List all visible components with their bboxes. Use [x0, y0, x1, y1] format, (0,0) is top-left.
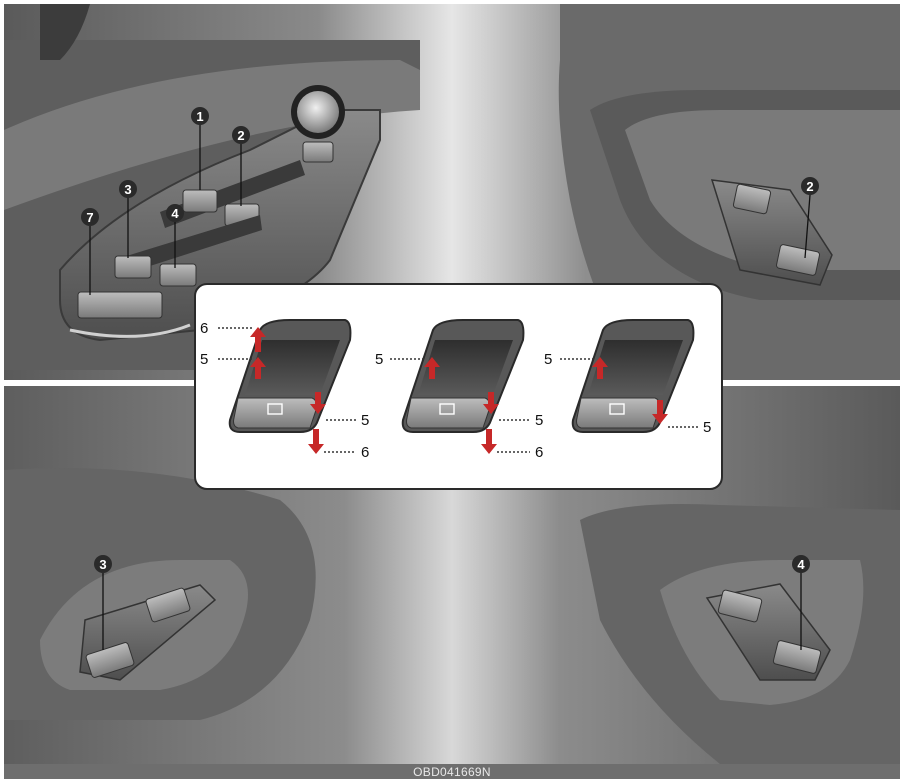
mirror-control-knob	[297, 91, 339, 133]
driver-window-switch	[183, 190, 217, 212]
mirror-fold-button	[303, 142, 333, 162]
rear-left-window-switch	[115, 256, 151, 278]
label-b-6-bottom: 6	[535, 444, 543, 461]
callout-3b-label: 3	[99, 557, 106, 572]
callout-2-label: 2	[237, 128, 244, 143]
label-a-6-bottom: 6	[361, 444, 369, 461]
window-lock-button	[78, 292, 162, 318]
callout-1-label: 1	[196, 109, 203, 124]
callout-4b-label: 4	[797, 557, 805, 572]
label-a-5-top: 5	[200, 351, 208, 368]
label-b-5-top: 5	[375, 351, 383, 368]
rear-left-door-panel	[4, 468, 316, 720]
operation-inset: 6 5 5 6 5 5 6	[195, 284, 722, 489]
label-a-6-top: 6	[200, 320, 208, 337]
callout-4-label: 4	[171, 206, 179, 221]
rear-right-window-switch	[160, 264, 196, 286]
label-c-5-top: 5	[544, 351, 552, 368]
callout-7-label: 7	[86, 210, 93, 225]
figure-code: OBD041669N	[413, 765, 491, 779]
label-a-5-right: 5	[361, 412, 369, 429]
label-b-5-right: 5	[535, 412, 543, 429]
callout-2b-label: 2	[806, 179, 813, 194]
callout-3-label: 3	[124, 182, 131, 197]
label-c-5-right: 5	[703, 419, 711, 436]
